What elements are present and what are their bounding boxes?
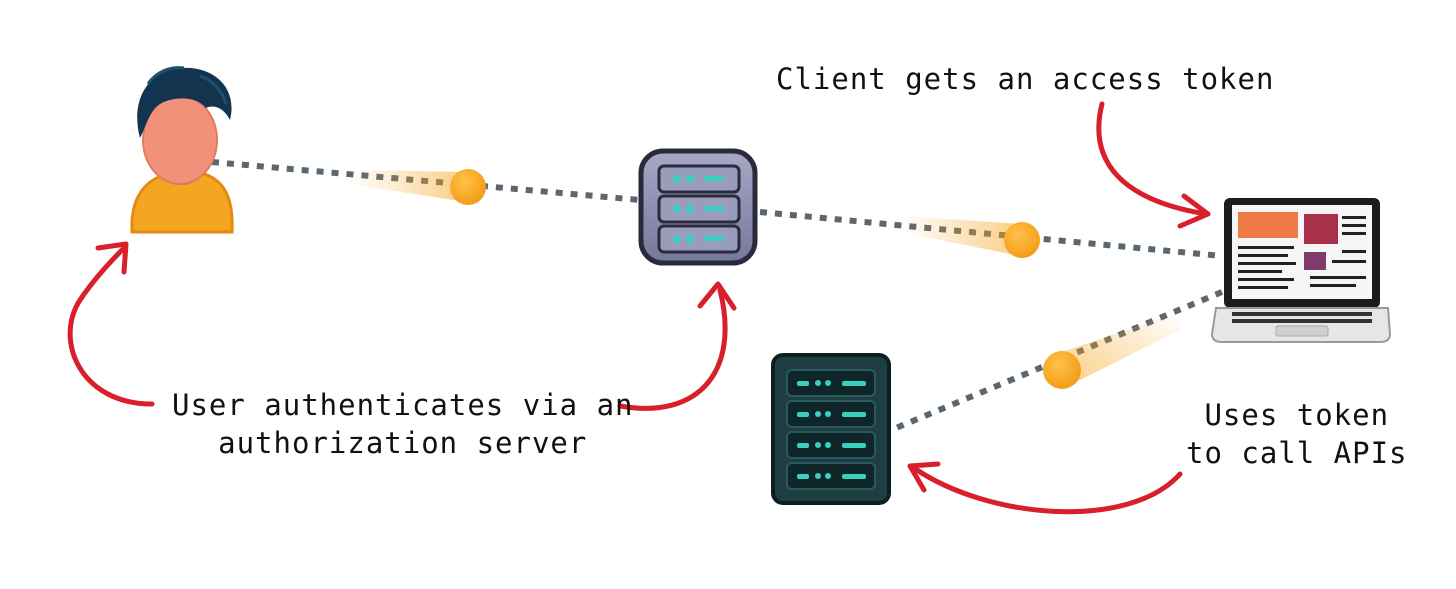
token-2: [900, 216, 1040, 258]
label-api-line-1: Uses token: [1204, 398, 1390, 432]
arrow-to-user: [67, 241, 155, 407]
label-user-authenticates: User authenticates via an authorization …: [172, 386, 634, 462]
arrow-to-api-server: [907, 461, 1183, 515]
connection-auth-client: [759, 209, 1223, 259]
laptop-icon: [1210, 198, 1392, 343]
label-auth-line-1: User authenticates via an: [172, 388, 634, 422]
token-3: [1043, 312, 1180, 389]
api-server-icon: [771, 353, 891, 505]
label-client-gets-token: Client gets an access token: [776, 62, 1275, 96]
authorization-server-icon: [638, 148, 758, 266]
user-icon: [130, 66, 234, 234]
token-1: [350, 169, 486, 205]
arrow-to-laptop: [1096, 101, 1211, 229]
arrow-to-auth-server: [617, 281, 737, 411]
label-api-line-2: to call APIs: [1186, 436, 1408, 470]
label-auth-line-2: authorization server: [218, 426, 588, 460]
label-uses-token: Uses token to call APIs: [1186, 396, 1408, 472]
